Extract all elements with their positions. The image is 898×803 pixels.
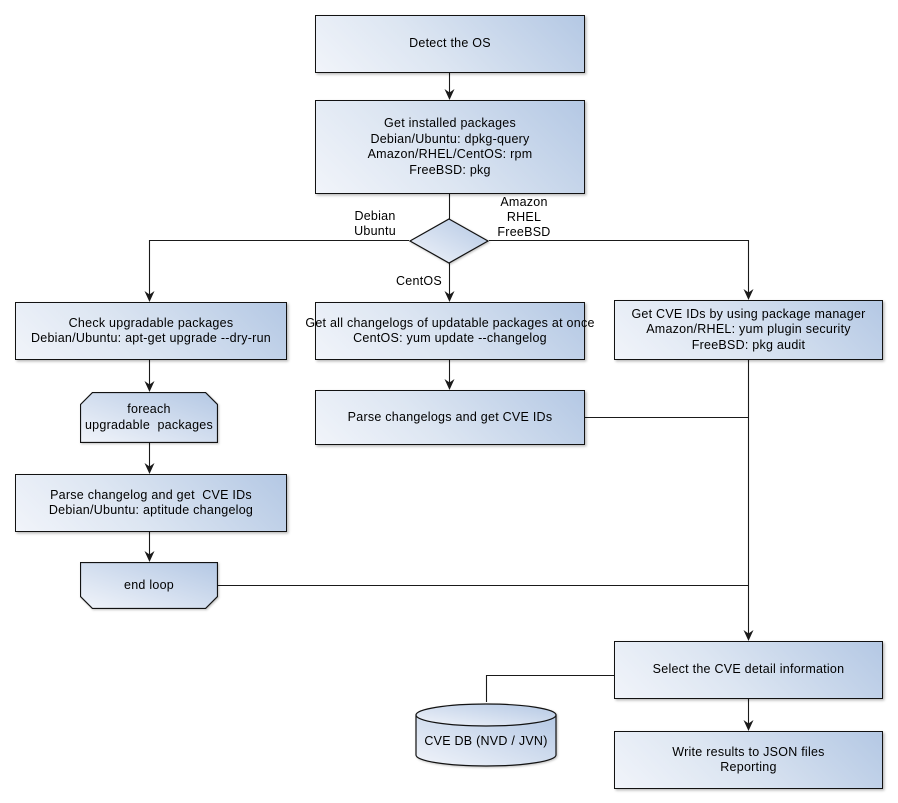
arrowhead [144, 463, 155, 474]
edge-select-to-cvedb [485, 674, 614, 702]
arrowhead [743, 720, 754, 731]
edge-label-line: Amazon [500, 195, 548, 209]
arrowhead [144, 381, 155, 392]
node-label: Get all changelogs of updatable packages… [305, 315, 595, 330]
edge-label-centos: CentOS [390, 274, 448, 289]
node-label: Debian/Ubuntu: apt-get upgrade --dry-run [31, 331, 271, 345]
node-label: end loop [124, 577, 174, 592]
node-label: Reporting [720, 760, 777, 774]
arrowhead [444, 89, 455, 100]
node-label: Detect the OS [409, 36, 491, 51]
edge-label-line: FreeBSD [497, 225, 551, 239]
node-label: Parse changelogs and get CVE IDs [347, 409, 553, 424]
node-check-upgradable: Check upgradable packages Debian/Ubuntu:… [15, 302, 287, 360]
loop-start-shape [80, 392, 218, 443]
node-label: foreach [127, 402, 171, 416]
node-detect-os: Detect the OS [315, 15, 585, 73]
node-label: Get CVE IDs by using package manager [631, 306, 866, 321]
node-os-decision-diamond [409, 218, 489, 264]
node-foreach-loop: foreach upgradable packages [80, 392, 218, 443]
node-label: Amazon/RHEL: yum plugin security [646, 322, 851, 337]
node-label: Select the CVE detail information [652, 662, 845, 677]
arrowhead [144, 551, 155, 562]
node-label: FreeBSD: pkg [409, 162, 491, 177]
node-get-cve-package-manager: Get CVE IDs by using package manager Ama… [614, 300, 883, 360]
edge-label-amazon-rhel-freebsd: Amazon RHEL FreeBSD [489, 195, 559, 240]
edge-lines [148, 71, 750, 724]
node-label: Check upgradable packages [68, 315, 234, 330]
node-cve-db: CVE DB (NVD / JVN) [415, 702, 557, 768]
edge-label-debian-ubuntu: Debian Ubuntu [340, 209, 410, 239]
node-label: Write results to JSON files [672, 744, 825, 759]
edge-decision-to-check-upgradable [148, 239, 409, 295]
node-label: upgradable packages [84, 417, 213, 432]
loop-end-shape [80, 562, 218, 609]
node-parse-changelog-debian: Parse changelog and get CVE IDs Debian/U… [15, 474, 287, 532]
node-write-results: Write results to JSON files Reporting [614, 731, 883, 789]
edge-label-line: CentOS [396, 274, 442, 288]
node-label: CVE DB (NVD / JVN) [424, 733, 548, 748]
arrowhead [144, 291, 155, 302]
edge-label-line: Ubuntu [354, 224, 396, 238]
node-get-changelogs-centos: Get all changelogs of updatable packages… [305, 302, 594, 360]
node-parse-changelogs-centos: Parse changelogs and get CVE IDs [315, 390, 585, 445]
node-get-installed-packages: Get installed packages Debian/Ubuntu: dp… [315, 100, 585, 194]
arrowhead [743, 630, 754, 641]
database-cylinder-shape [415, 703, 557, 767]
node-select-cve-detail: Select the CVE detail information [614, 641, 883, 699]
edge-label-line: RHEL [506, 210, 542, 224]
node-label: Debian/Ubuntu: aptitude changelog [48, 503, 254, 517]
node-label: FreeBSD: pkg audit [691, 337, 806, 352]
arrowheads [144, 89, 754, 731]
diamond-shape [409, 218, 489, 264]
edge-decision-to-get-cve [489, 239, 750, 293]
edge-label-line: Debian [354, 209, 396, 223]
arrowhead [743, 289, 754, 300]
arrowhead [444, 291, 455, 302]
node-label: Amazon/RHEL/CentOS: rpm [367, 147, 533, 161]
node-label: CentOS: yum update --changelog [353, 331, 547, 345]
arrowhead [444, 379, 455, 390]
node-label: Get installed packages [384, 116, 516, 130]
node-label: Parse changelog and get CVE IDs [50, 487, 252, 502]
node-end-loop: end loop [80, 562, 218, 609]
node-label: Debian/Ubuntu: dpkg-query [370, 131, 530, 146]
